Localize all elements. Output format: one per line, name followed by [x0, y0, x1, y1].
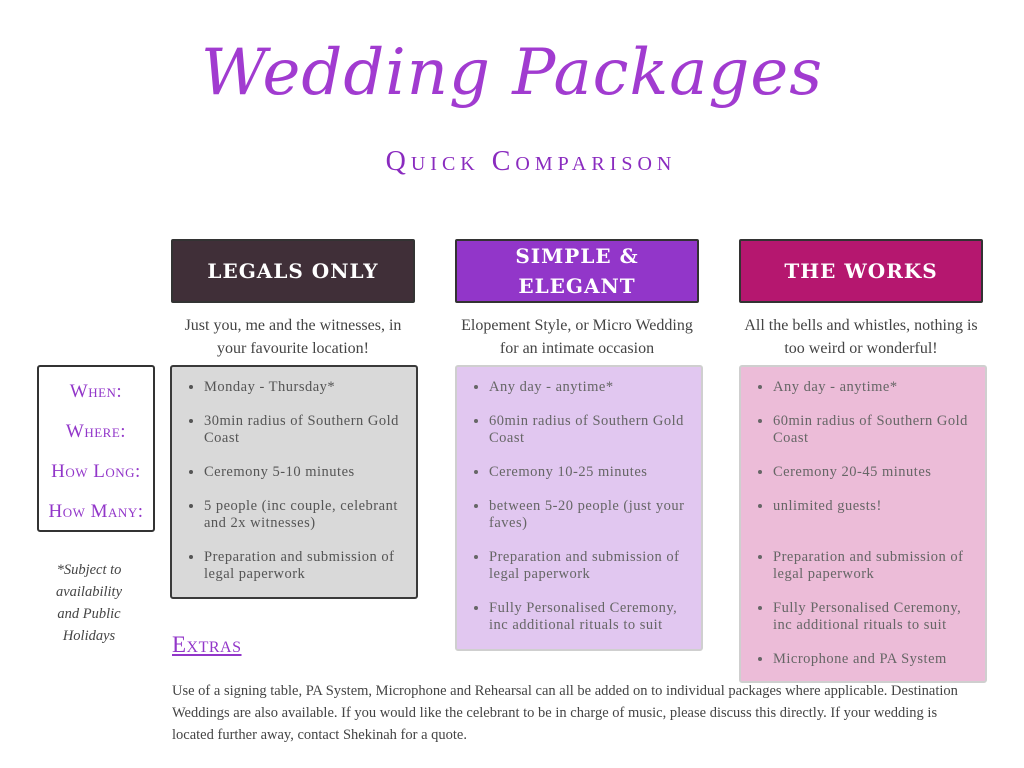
list-item: Ceremony 20-45 minutes [773, 464, 977, 481]
list-item: 60min radius of Southern Gold Coast [773, 413, 977, 447]
package-description: All the bells and whistles, nothing is t… [744, 317, 978, 357]
package-details-legals-only: Monday - Thursday* 30min radius of South… [170, 365, 418, 599]
page-title: Wedding Packages [200, 36, 824, 110]
list-item: Fully Personalised Ceremony, inc additio… [773, 600, 977, 634]
package-header-legals-only: LEGALS ONLY [171, 239, 415, 303]
label-how-long: How Long: [51, 461, 141, 482]
list-item: Fully Personalised Ceremony, inc additio… [489, 600, 693, 634]
list-item: Ceremony 10-25 minutes [489, 464, 693, 481]
list-item: Preparation and submission of legal pape… [204, 549, 408, 583]
label-where: Where: [65, 421, 127, 442]
criteria-labels: When: Where: How Long: How Many: [37, 365, 155, 532]
availability-note: *Subject to availability and Public Holi… [55, 562, 123, 644]
list-item: Any day - anytime* [773, 379, 977, 396]
package-details-the-works: Any day - anytime* 60min radius of South… [739, 365, 987, 683]
package-description: Just you, me and the witnesses, in your … [184, 317, 402, 357]
list-item: Any day - anytime* [489, 379, 693, 396]
package-details-simple-elegant: Any day - anytime* 60min radius of South… [455, 365, 703, 651]
list-item: 60min radius of Southern Gold Coast [489, 413, 693, 447]
list-item: 30min radius of Southern Gold Coast [204, 413, 408, 447]
package-description: Elopement Style, or Micro Wedding for an… [461, 317, 693, 357]
list-item: between 5-20 people (just your faves) [489, 498, 693, 532]
list-item: Ceremony 5-10 minutes [204, 464, 408, 481]
package-name: SIMPLE & ELEGANT [515, 244, 639, 298]
package-header-simple-elegant: SIMPLE & ELEGANT [455, 239, 699, 303]
list-item: 5 people (inc couple, celebrant and 2x w… [204, 498, 408, 532]
list-item: unlimited guests! [773, 498, 977, 515]
package-name: LEGALS ONLY [207, 259, 379, 283]
list-item: Monday - Thursday* [204, 379, 408, 396]
list-item: Microphone and PA System [773, 651, 977, 668]
extras-heading: Extras [172, 632, 242, 657]
package-name: THE WORKS [784, 259, 938, 283]
label-when: When: [69, 381, 123, 402]
list-item: Preparation and submission of legal pape… [773, 549, 977, 583]
package-header-the-works: THE WORKS [739, 239, 983, 303]
label-how-many: How Many: [48, 501, 144, 522]
extras-text: Use of a signing table, PA System, Micro… [172, 683, 958, 743]
page-subtitle: Quick Comparison [385, 146, 677, 177]
list-item: Preparation and submission of legal pape… [489, 549, 693, 583]
